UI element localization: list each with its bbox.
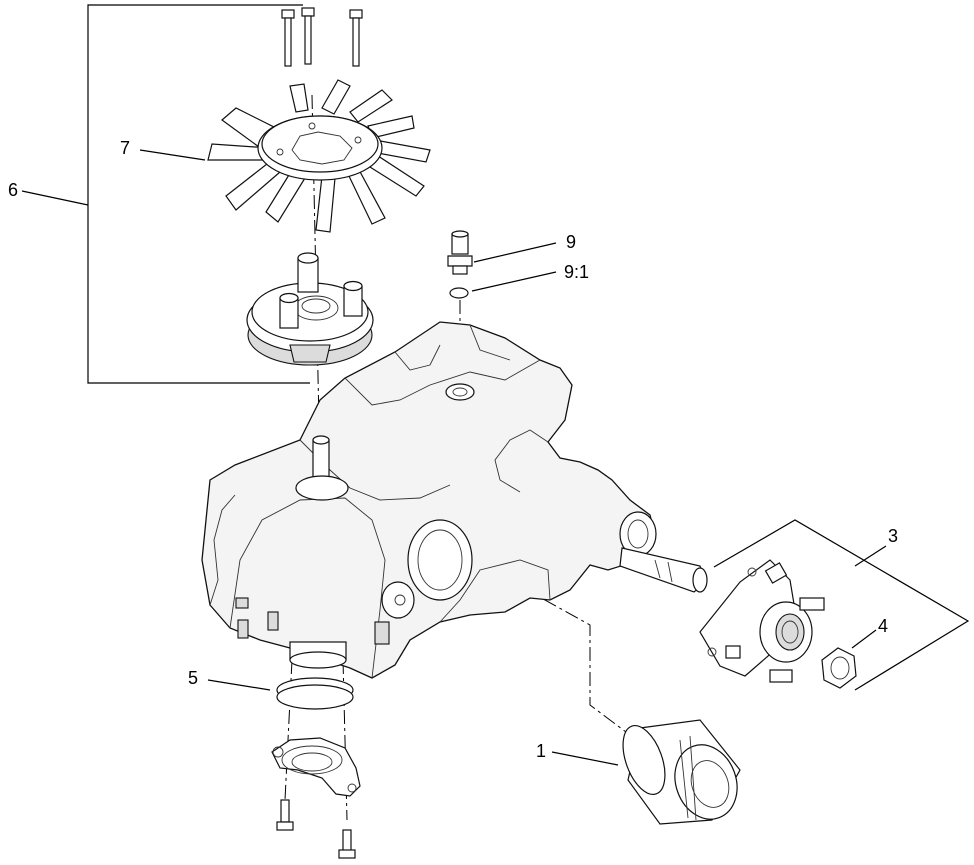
transaxle-housing — [201, 321, 656, 679]
axle — [619, 511, 708, 593]
cooling-fan — [207, 79, 431, 233]
bracket-6 — [87, 4, 310, 384]
callout-7: 7 — [120, 138, 130, 158]
pulley — [246, 252, 374, 366]
callout-5: 5 — [188, 668, 198, 688]
callout-3: 3 — [888, 526, 898, 546]
bracket-3 — [713, 519, 970, 691]
callout-9-1: 9:1 — [564, 262, 589, 282]
leader-lines — [21, 149, 887, 766]
filter-base — [271, 737, 361, 797]
wheel-hub — [699, 559, 825, 683]
base-bolts — [276, 799, 356, 859]
fan-bolts — [281, 7, 363, 67]
callout-9: 9 — [566, 232, 576, 252]
o-ring — [276, 677, 354, 710]
callout-4: 4 — [878, 616, 888, 636]
axis-bolt-left — [284, 659, 293, 801]
fitting — [447, 230, 473, 275]
oil-filter — [622, 719, 741, 825]
callout-1: 1 — [536, 741, 546, 761]
hub-nut — [821, 647, 857, 689]
callout-6: 6 — [8, 180, 18, 200]
fitting-washer — [449, 287, 469, 299]
